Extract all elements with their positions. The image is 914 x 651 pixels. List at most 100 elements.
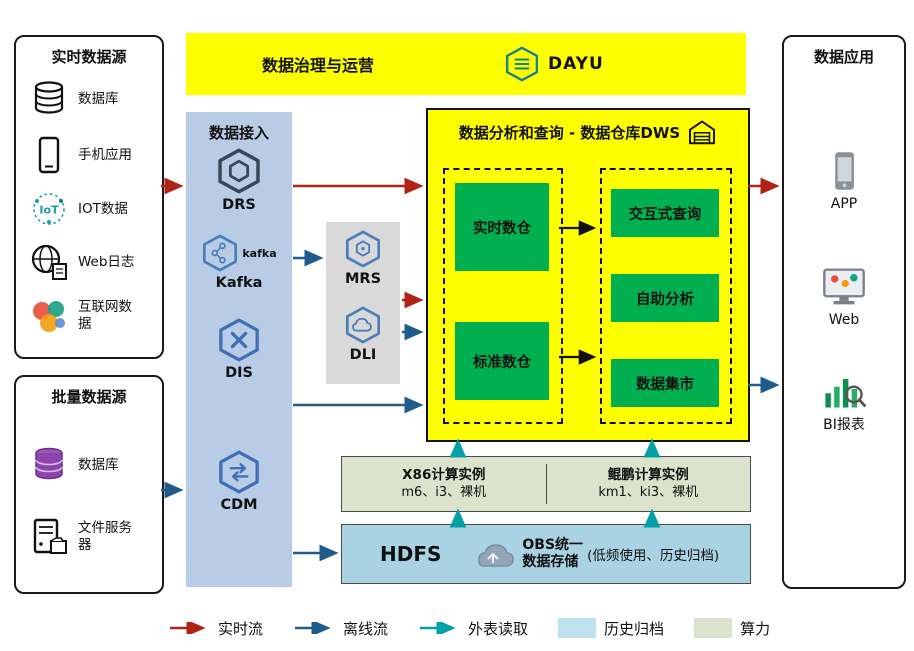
- source-item-label: 互联网数据: [78, 299, 132, 332]
- application-node-web: Web: [784, 265, 904, 328]
- applications-title: 数据应用: [813, 48, 874, 66]
- legend: 实时流 离线流 外表读取 历史归档 算力: [168, 613, 848, 643]
- dws-node-realtime-warehouse: 实时数仓: [455, 183, 549, 271]
- dayu-icon: [505, 46, 539, 82]
- dws-panel: 数据分析和查询 - 数据仓库DWS 实时数仓 标准数仓 交互式查询 自助分析 数…: [426, 108, 750, 442]
- database-purple-icon: [35, 447, 63, 480]
- governance-bar: 数据治理与运营 DAYU: [186, 33, 746, 95]
- obs-title: OBS统一 数据存储: [522, 537, 583, 572]
- lake-node-label: MRS: [344, 271, 382, 287]
- lake-node-label: DLI: [349, 347, 377, 363]
- compute-x86-spec: m6、i3、裸机: [401, 485, 487, 501]
- ingestion-node-label: DIS: [225, 365, 253, 381]
- ingestion-panel: 数据接入 DRS kafka Kafka: [186, 112, 292, 587]
- svg-text:IoT: IoT: [39, 204, 59, 217]
- compute-x86: X86计算实例 m6、i3、裸机: [342, 457, 546, 511]
- ingestion-node-label: Kafka: [215, 275, 263, 291]
- dws-warehouse-group: 实时数仓 标准数仓: [443, 168, 563, 424]
- source-item-label: 文件服务器: [78, 520, 132, 553]
- lake-node-mrs: MRS: [326, 230, 400, 287]
- legend-item-history-archive: 历史归档: [558, 618, 664, 639]
- kafka-wordmark: kafka: [242, 246, 277, 260]
- dws-node-interactive-query: 交互式查询: [611, 189, 719, 237]
- dws-header: 数据分析和查询 - 数据仓库DWS: [428, 117, 748, 147]
- source-item-internet-data: 互联网数据: [29, 292, 138, 340]
- legend-label: 历史归档: [604, 619, 665, 638]
- obs-note: (低频使用、历史归档): [587, 548, 720, 564]
- dis-icon: [219, 318, 259, 362]
- ingestion-node-label: CDM: [220, 497, 258, 513]
- external-read-arrow-icon: [420, 622, 456, 634]
- application-node-label: APP: [830, 196, 858, 212]
- dws-node-standard-warehouse: 标准数仓: [455, 322, 549, 400]
- legend-label: 离线流: [343, 619, 389, 638]
- cdm-icon: [219, 450, 259, 494]
- dayu-label: DAYU: [548, 54, 604, 74]
- realtime-flow-arrow-icon: [170, 622, 206, 634]
- obs-cloud-icon: [478, 544, 515, 567]
- batch-sources-title: 批量数据源: [51, 388, 127, 406]
- legend-label: 外表读取: [468, 619, 529, 638]
- dli-icon: [345, 306, 381, 344]
- web-log-icon: [31, 244, 67, 280]
- bi-report-icon: [825, 379, 867, 408]
- dayu-product: DAYU: [504, 46, 604, 82]
- offline-flow-arrow-icon: [295, 622, 331, 634]
- kafka-icon: [203, 234, 238, 272]
- realtime-sources-title: 实时数据源: [51, 48, 127, 66]
- ingestion-node-label: DRS: [222, 197, 256, 213]
- warehouse-icon: [689, 120, 716, 145]
- source-item-iot: IoT IOT数据: [29, 187, 128, 231]
- source-item-mobile-app: 手机应用: [29, 133, 132, 177]
- dws-title: 数据分析和查询 - 数据仓库DWS: [458, 123, 681, 142]
- application-node-label: BI报表: [823, 417, 865, 433]
- compute-x86-title: X86计算实例: [402, 467, 486, 484]
- iot-icon: IoT: [33, 193, 65, 225]
- realtime-sources-panel: 实时数据源 数据库 手机应用 IoT: [14, 35, 164, 359]
- application-node-app: APP: [784, 149, 904, 212]
- ingestion-node-dis: DIS: [186, 318, 292, 381]
- compute-kunpeng-spec: km1、ki3、裸机: [598, 485, 699, 501]
- phone-icon: [38, 136, 60, 174]
- legend-label: 实时流: [218, 619, 264, 638]
- legend-item-offline-flow: 离线流: [293, 618, 388, 639]
- dws-node-self-service-analysis: 自助分析: [611, 274, 719, 322]
- ingestion-node-drs: DRS: [186, 148, 292, 213]
- compute-instances-bar: X86计算实例 m6、i3、裸机 鲲鹏计算实例 km1、ki3、裸机: [341, 456, 751, 512]
- internet-icon: [33, 301, 65, 332]
- applications-panel: 数据应用 APP Web: [782, 35, 906, 589]
- database-icon: [34, 81, 64, 114]
- dws-node-data-mart: 数据集市: [611, 359, 719, 407]
- source-item-label: 数据库: [78, 456, 119, 473]
- source-item-label: 数据库: [78, 90, 119, 107]
- ingestion-title: 数据接入: [208, 124, 269, 142]
- ingestion-node-cdm: CDM: [186, 450, 292, 513]
- mrs-icon: [345, 230, 381, 268]
- obs-title-line1: OBS统一: [522, 536, 584, 553]
- drs-icon: [218, 148, 260, 194]
- batch-sources-panel: 批量数据源 数据库 文件服务器: [14, 375, 164, 594]
- lake-services-panel: MRS DLI: [326, 222, 400, 384]
- obs-title-line2: 数据存储: [522, 554, 579, 570]
- compute-divider: [545, 464, 547, 504]
- lake-node-dli: DLI: [326, 306, 400, 363]
- source-item-batch-database: 数据库: [29, 439, 119, 491]
- source-item-file-server: 文件服务器: [29, 511, 136, 563]
- application-node-label: Web: [828, 312, 860, 328]
- file-server-icon: [33, 518, 67, 554]
- compute-kunpeng: 鲲鹏计算实例 km1、ki3、裸机: [547, 457, 751, 511]
- governance-title: 数据治理与运营: [262, 56, 375, 75]
- storage-bar: HDFS OBS统一 数据存储 (低频使用、历史归档): [341, 524, 751, 584]
- ingestion-node-kafka: kafka Kafka: [186, 234, 292, 291]
- source-item-label: 手机应用: [78, 146, 132, 163]
- history-archive-swatch: [558, 618, 597, 638]
- source-item-label: IOT数据: [78, 200, 128, 217]
- app-icon: [835, 152, 854, 190]
- legend-item-external-read: 外表读取: [418, 618, 528, 639]
- dws-analytics-group: 交互式查询 自助分析 数据集市: [600, 168, 732, 424]
- source-item-label: Web日志: [78, 253, 135, 270]
- compute-power-swatch: [694, 618, 733, 638]
- source-item-web-log: Web日志: [29, 240, 134, 284]
- source-item-database: 数据库: [29, 77, 119, 121]
